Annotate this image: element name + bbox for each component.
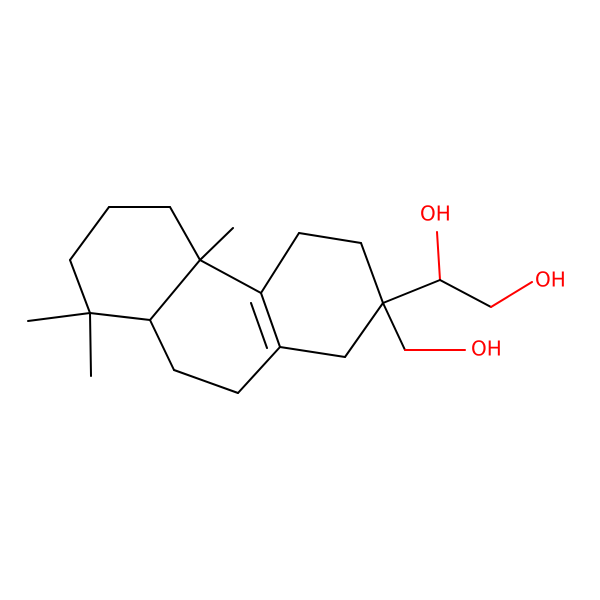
- oh-label-bottom: OH: [471, 337, 502, 361]
- bond: [250, 302, 268, 349]
- bond: [27, 312, 91, 322]
- oh-label-right: OH: [535, 268, 566, 292]
- bond: [169, 206, 201, 261]
- bond: [360, 242, 384, 304]
- bond: [436, 231, 441, 281]
- bond: [382, 279, 441, 304]
- bond: [344, 302, 384, 358]
- bond: [439, 279, 492, 308]
- bond: [89, 312, 92, 377]
- bond: [298, 232, 362, 244]
- bond: [149, 319, 175, 371]
- bond: [199, 259, 262, 294]
- oh-label-top: OH: [420, 202, 451, 226]
- bond: [260, 232, 300, 294]
- bond: [490, 281, 533, 308]
- bond: [279, 346, 346, 358]
- bond: [173, 369, 239, 394]
- bond: [237, 346, 281, 394]
- bond: [69, 259, 91, 314]
- bond: [149, 259, 201, 321]
- bond: [69, 206, 110, 261]
- bond: [89, 312, 151, 321]
- bond: [199, 227, 234, 261]
- bond: [382, 302, 406, 351]
- bond: [260, 292, 281, 348]
